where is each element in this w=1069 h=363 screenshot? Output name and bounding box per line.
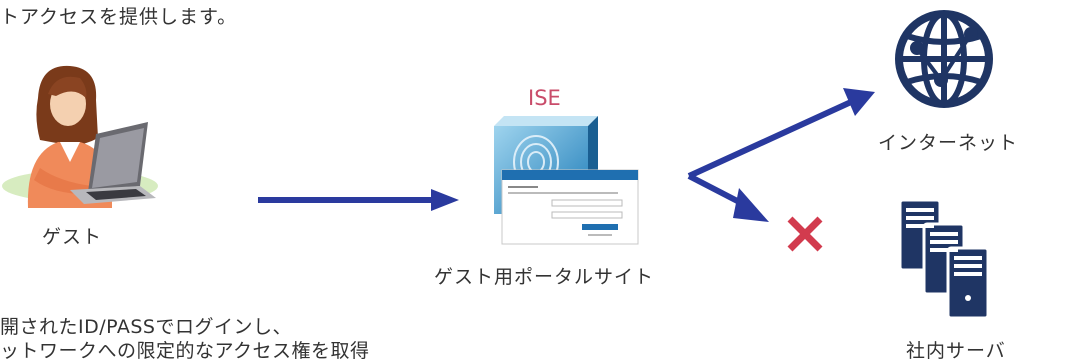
guest-label: ゲスト bbox=[42, 226, 103, 248]
globe-icon bbox=[893, 8, 995, 110]
internet-label: インターネット bbox=[878, 132, 1019, 154]
arrow-to-portal bbox=[255, 187, 465, 213]
fork-arrows bbox=[675, 82, 885, 232]
note-line-2: ットワークへの限定的なアクセス権を取得 bbox=[0, 340, 370, 362]
portal-label: ゲスト用ポータルサイト bbox=[434, 266, 655, 288]
cross-icon bbox=[786, 215, 824, 253]
server-stack-icon bbox=[896, 198, 996, 320]
note-line-1: 開されたID/PASSでログインし、 bbox=[0, 316, 292, 338]
guest-illustration bbox=[0, 58, 180, 208]
header-text: トアクセスを提供します。 bbox=[0, 6, 238, 28]
server-label: 社内サーバ bbox=[906, 340, 1006, 362]
portal-illustration bbox=[492, 114, 642, 246]
ise-label: ISE bbox=[528, 86, 561, 110]
